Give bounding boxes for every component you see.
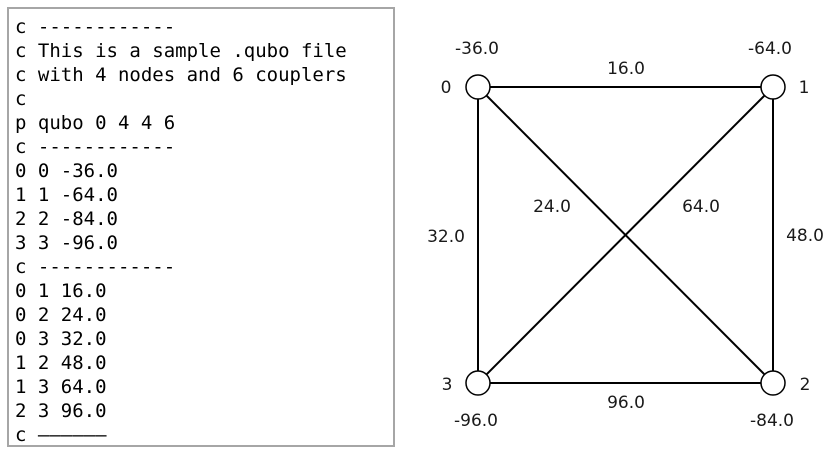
node-2 <box>760 370 786 396</box>
file-line: 1 1 -64.0 <box>15 184 118 206</box>
file-line: 0 1 16.0 <box>15 280 107 302</box>
edge-1-3 <box>477 86 774 384</box>
node-0 <box>465 74 491 100</box>
node-label-3: 3 <box>442 375 453 395</box>
edge-weight-0-2: 24.0 <box>533 197 571 217</box>
node-weight-1: -64.0 <box>748 39 792 59</box>
qubo-graph: 0 1 2 3 -36.0 -64.0 -84.0 -96.0 16.0 24.… <box>427 39 824 431</box>
file-line: c ------------ <box>15 16 176 38</box>
edge-weight-0-3: 32.0 <box>427 227 465 247</box>
file-line: 0 3 32.0 <box>15 328 107 350</box>
edge-weight-1-2: 48.0 <box>786 226 824 246</box>
file-line: 2 3 96.0 <box>15 400 107 422</box>
file-line: 1 2 48.0 <box>15 352 107 374</box>
node-weight-0: -36.0 <box>455 39 499 59</box>
file-line: c This is a sample .qubo file <box>15 40 347 62</box>
node-3 <box>465 370 491 396</box>
file-line: 3 3 -96.0 <box>15 232 118 254</box>
node-weight-2: -84.0 <box>750 411 794 431</box>
node-1 <box>760 74 786 100</box>
file-line: 2 2 -84.0 <box>15 208 118 230</box>
node-label-2: 2 <box>800 375 811 395</box>
qubo-file-lines: c ------------ c This is a sample .qubo … <box>15 15 347 447</box>
file-line: p qubo 0 4 4 6 <box>15 112 176 134</box>
file-line: 0 2 24.0 <box>15 304 107 326</box>
file-line: 0 0 -36.0 <box>15 160 118 182</box>
qubo-file-panel: c ------------ c This is a sample .qubo … <box>7 7 395 447</box>
file-line: c with 4 nodes and 6 couplers <box>15 64 347 86</box>
node-label-1: 1 <box>799 78 810 98</box>
edge-weight-0-1: 16.0 <box>607 59 645 79</box>
edge-weight-2-3: 96.0 <box>607 393 645 413</box>
file-line: c ------------ <box>15 136 176 158</box>
file-line: 1 3 64.0 <box>15 376 107 398</box>
file-line: c <box>15 88 27 110</box>
file-line: c —————— <box>15 424 107 446</box>
node-weight-3: -96.0 <box>454 411 498 431</box>
file-line: c ------------ <box>15 256 176 278</box>
edge-weight-1-3: 64.0 <box>682 197 720 217</box>
node-label-0: 0 <box>441 78 452 98</box>
